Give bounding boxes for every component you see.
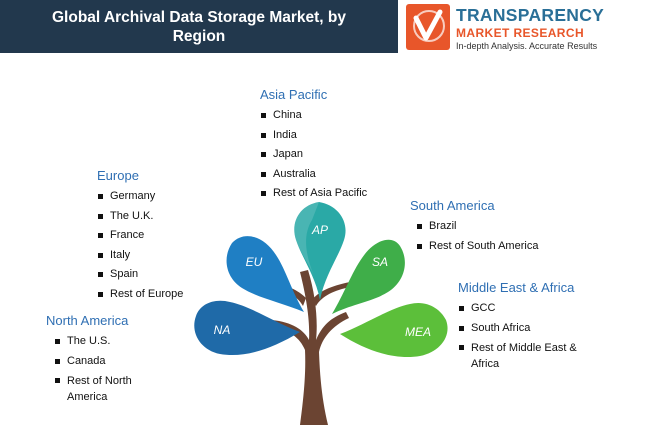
leaf-label-eu: EU [246,255,263,269]
region-title-north-america: North America [46,313,129,328]
list-item: The U.S. [54,332,154,352]
leaf-na: NA [194,300,300,356]
region-middle-east-africa: Middle East & Africa GCC South Africa Re… [458,280,588,372]
region-north-america: North America The U.S. Canada Rest of No… [46,313,154,405]
region-asia-pacific: Asia Pacific China India Japan Australia… [260,87,367,204]
leaf-mea: MEA [340,302,448,358]
list-item: Rest of North America [54,371,154,405]
leaf-label-ap: AP [311,223,328,237]
list-item: China [260,106,367,126]
page-title-banner: Global Archival Data Storage Market, by … [0,0,398,53]
region-europe: Europe Germany The U.K. France Italy Spa… [97,168,183,304]
list-item: India [260,126,367,146]
list-item: Rest of Middle East & Africa [458,338,588,372]
list-item: South Africa [458,319,588,339]
page-title: Global Archival Data Storage Market, by … [51,8,346,45]
leaf-sa: SA [332,239,405,314]
list-item: The U.K. [97,207,183,227]
logo: TRANSPARENCY MARKET RESEARCH In-depth An… [406,4,646,52]
logo-text-primary: TRANSPARENCY [456,5,605,25]
logo-tagline: In-depth Analysis. Accurate Results [456,41,598,51]
region-title-europe: Europe [97,168,139,183]
region-south-america: South America Brazil Rest of South Ameri… [410,198,538,256]
logo-text-secondary: MARKET RESEARCH [456,26,585,40]
logo-mark-icon [406,4,450,50]
leaf-label-mea: MEA [405,325,431,339]
leaf-label-na: NA [214,323,231,337]
list-item: Spain [97,265,183,285]
list-item: GCC [458,299,588,319]
list-item: Canada [54,352,154,372]
leaf-ap: AP [294,202,346,300]
leaf-eu: EU [226,236,304,312]
list-item: Rest of Asia Pacific [260,184,367,204]
list-item: Australia [260,165,367,185]
list-item: Brazil [416,217,538,237]
list-item: Japan [260,145,367,165]
region-title-south-america: South America [410,198,495,213]
list-item: Italy [97,246,183,266]
list-item: Germany [97,187,183,207]
list-item: Rest of Europe [97,285,183,305]
list-item: Rest of South America [416,237,538,257]
list-item: France [97,226,183,246]
leaf-label-sa: SA [372,255,388,269]
region-title-middle-east-africa: Middle East & Africa [458,280,575,295]
region-title-asia-pacific: Asia Pacific [260,87,328,102]
